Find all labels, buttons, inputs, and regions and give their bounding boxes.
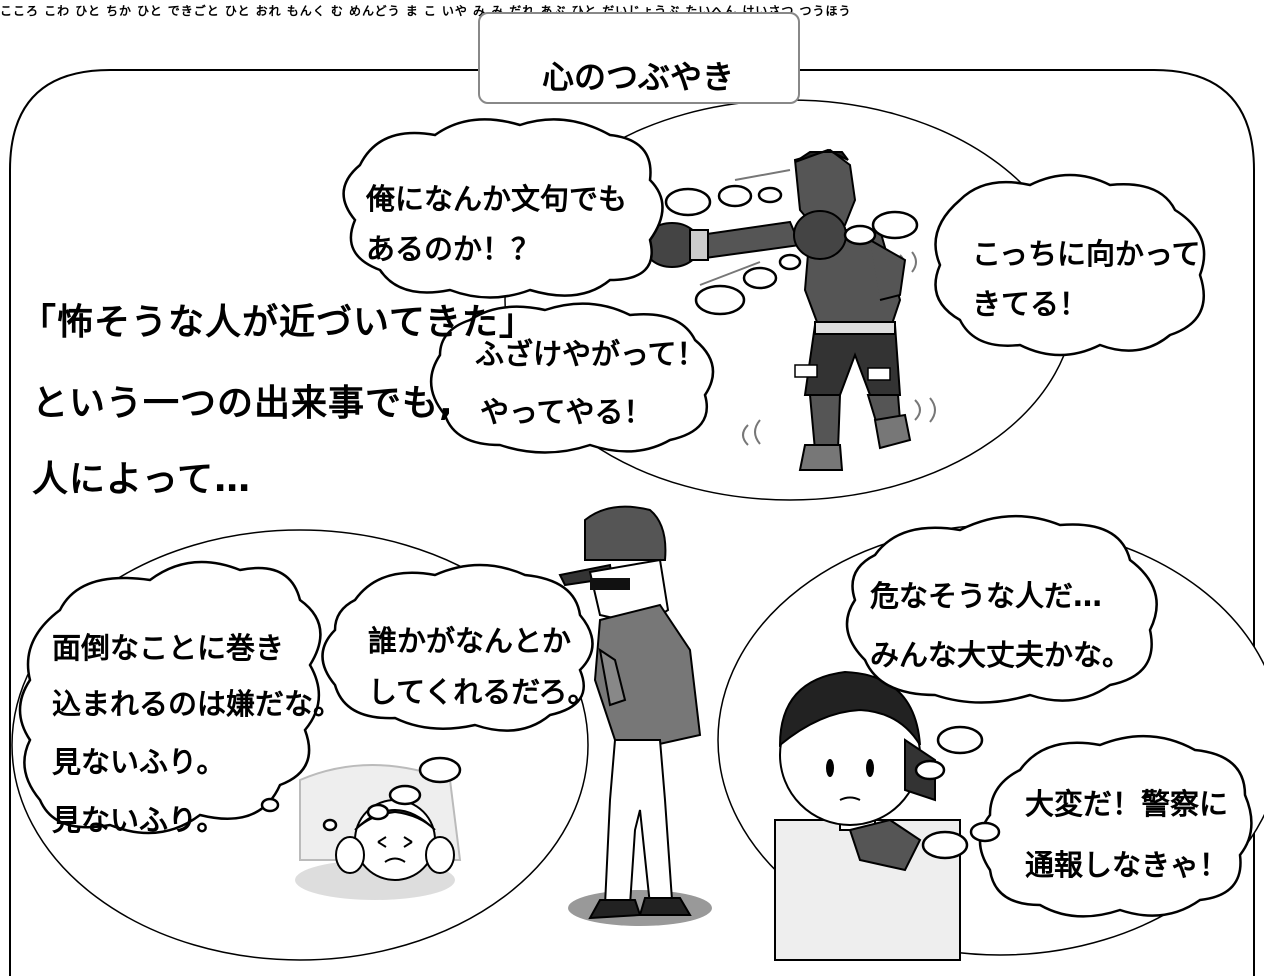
boxer-thought-1-line-2: あるのか！？ [366,232,541,266]
ruby-ko: こ [423,4,437,18]
bystander-thought-1-line-4: 見ないふり。 [52,803,226,837]
ruby-mendou: めんどう [348,4,401,18]
caller-thought-bubble-1 [845,514,1158,704]
boxer-figure [643,148,936,471]
title-ruby: こころ [0,4,40,18]
narration-ruby-chika: ちか [105,4,132,18]
crouching-child-figure [295,764,462,900]
caller-thought-1-line-2: みんな大丈夫かな。 [870,638,1132,672]
boxer-thought-bubble-3 [429,302,715,454]
boxer-thought-bubble-2 [934,173,1206,357]
narration-ruby-dekigoto: できごと [167,4,220,18]
ruby-ma: ま [405,4,419,18]
narration-ruby-hito-3: ひと [224,4,251,18]
caller-thought-2-line-1: 大変だ！警察に [1025,787,1229,821]
title-box [478,12,800,104]
narration-ruby-hito: ひと [75,4,101,18]
narration-line-2: という一つの出来事でも, [32,383,454,424]
ruby-iya: いや [441,4,468,18]
ruby-tsuuhou: つうほう [799,4,852,18]
caller-thought-1-line-1: 危なそうな人だ… [870,579,1103,613]
man-in-cap-figure [558,505,712,926]
caller-thought-2-line-2: 通報しなきゃ！ [1025,848,1229,882]
boxer-thought-3-line-1: ふざけやがって！ [475,337,706,371]
boy-on-phone-figure [774,670,961,961]
bystander-thought-1-line-1: 面倒なことに巻き [52,631,285,665]
boxer-thought-3-line-2: やってやる！ [480,395,653,429]
page-title: 心のつぶやき [542,58,735,96]
boxer-thought-1-line-1: 俺になんか文句でも [366,182,628,216]
boxer-thought-bubble-1 [342,118,664,299]
narration-line-1: 「怖そうな人が近づいてきた」 [20,302,536,343]
caller-thought-bubble-2 [978,734,1253,918]
bystander-thought-2-line-2: してくれるだろ。 [368,675,597,709]
boxer-thought-2-line-1: こっちに向かって [972,237,1201,271]
thought-bubbles [18,118,1253,918]
narration-ruby-hito-2: ひと [137,4,163,18]
ruby-ore: おれ [255,4,282,18]
ruby-monku: もんく [286,4,326,18]
bystander-thought-bubble-2 [321,563,594,732]
thought-dots [260,184,1001,860]
ruby-mu: む [330,4,344,18]
boxer-thought-2-line-2: きてる！ [972,287,1089,321]
bystander-thought-2-line-1: 誰かがなんとか [368,624,572,658]
outer-frame [9,69,1255,976]
bystander-thought-1-line-3: 見ないふり。 [52,745,226,779]
bystander-thought-bubble-1 [18,560,322,835]
bystander-thought-1-line-2: 込まれるのは嫌だな。 [52,687,343,721]
narration-ruby-kowa: こわ [44,4,71,18]
narration-line-3: 人によって… [32,459,252,500]
